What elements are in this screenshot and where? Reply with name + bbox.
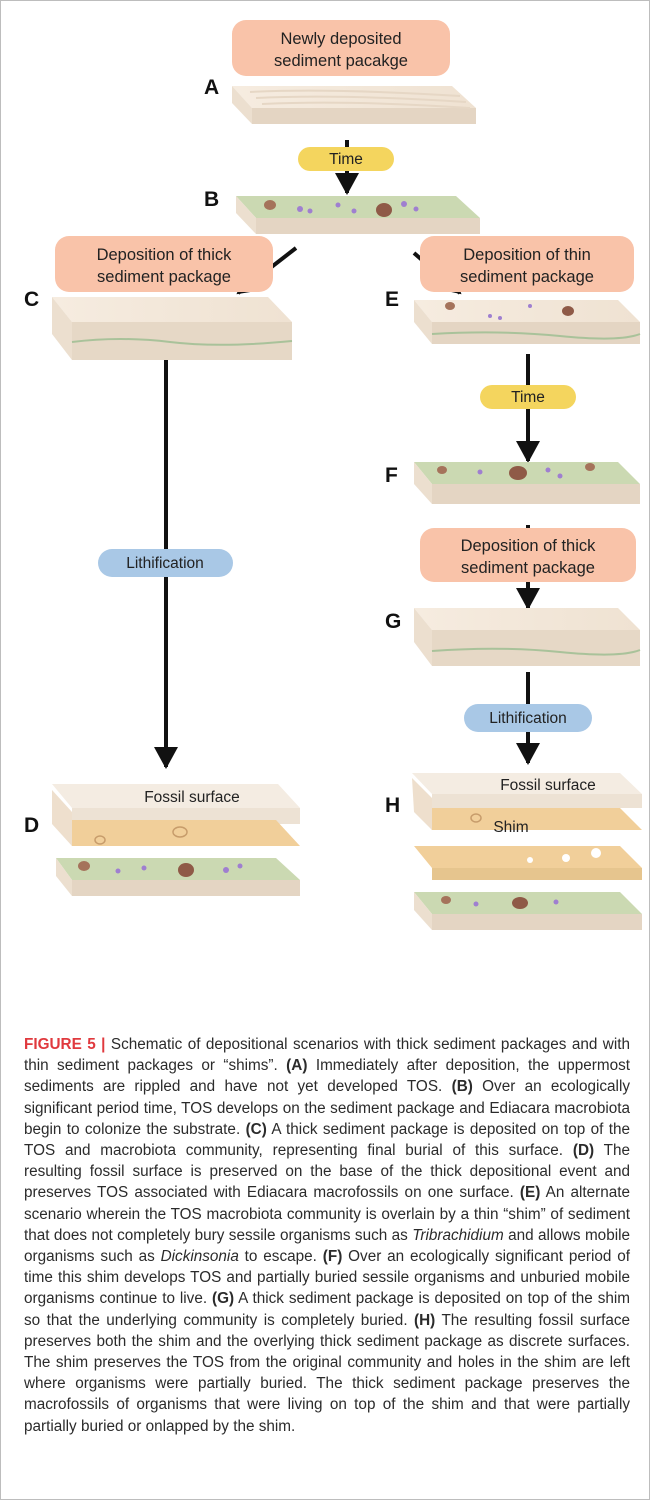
box-thick-deposition-line1: Deposition of thick: [97, 246, 233, 264]
box-thick-deposition-line2: sediment package: [97, 268, 231, 286]
caption-label-f: (F): [323, 1248, 343, 1265]
caption-label-e: (E): [520, 1184, 540, 1201]
panel-label-a: A: [204, 76, 219, 99]
box-thin-deposition-line2: sediment package: [460, 268, 594, 286]
sediment-block-g: [414, 608, 640, 666]
box-newly-deposited-line1: Newly deposited: [280, 30, 401, 48]
caption-label-d: (D): [573, 1142, 594, 1159]
shim-label: Shim: [493, 819, 528, 836]
box-lithification-2-label: Lithification: [489, 710, 567, 727]
box-lithification-1-label: Lithification: [126, 555, 204, 572]
caption-label-c: (C): [246, 1121, 267, 1138]
panel-label-e: E: [385, 288, 399, 311]
figure-caption: FIGURE 5 | Schematic of depositional sce…: [24, 1034, 630, 1437]
box-time-2: Time: [480, 385, 576, 409]
box-time-1-label: Time: [329, 151, 363, 168]
box-thick-deposition-b-line1: Deposition of thick: [461, 537, 597, 555]
box-thin-deposition-line1: Deposition of thin: [463, 246, 591, 264]
arrows: [166, 140, 528, 767]
sediment-block-b: [236, 196, 480, 234]
sediment-block-a: [232, 86, 476, 124]
box-newly-deposited-line2: sediment pacakge: [274, 52, 408, 70]
caption-text-h: The resulting fossil surface preserves b…: [24, 1312, 630, 1435]
sediment-block-e: [414, 300, 640, 344]
caption-label-g: (G): [212, 1290, 234, 1307]
box-newly-deposited: Newly deposited sediment pacakge: [232, 20, 450, 76]
schematic-diagram: Newly deposited sediment pacakge Time De…: [0, 0, 652, 1020]
caption-taxon-tribrachidium: Tribrachidium: [412, 1227, 504, 1244]
panel-label-f: F: [385, 464, 398, 487]
box-thick-deposition-b-line2: sediment package: [461, 559, 595, 577]
caption-label-b: (B): [452, 1078, 473, 1095]
panel-label-b: B: [204, 188, 219, 211]
box-time-2-label: Time: [511, 389, 545, 406]
caption-label-a: (A): [286, 1057, 307, 1074]
panel-label-d: D: [24, 814, 39, 837]
caption-label-h: (H): [414, 1312, 435, 1329]
box-thin-deposition: Deposition of thin sediment package: [420, 236, 634, 292]
box-lithification-1: Lithification: [98, 549, 233, 577]
caption-figure-label: FIGURE 5 |: [24, 1036, 105, 1053]
sediment-block-h: [412, 773, 642, 930]
fossil-surface-label-h: Fossil surface: [500, 777, 596, 794]
caption-text-e3: to escape.: [239, 1248, 323, 1265]
box-lithification-2: Lithification: [464, 704, 592, 732]
box-thick-deposition-b: Deposition of thick sediment package: [420, 528, 636, 582]
panel-label-g: G: [385, 610, 401, 633]
fossil-surface-label-d: Fossil surface: [144, 789, 240, 806]
panel-label-c: C: [24, 288, 39, 311]
caption-taxon-dickinsonia: Dickinsonia: [161, 1248, 239, 1265]
sediment-block-c: [52, 297, 292, 360]
box-time-1: Time: [298, 147, 394, 171]
box-thick-deposition: Deposition of thick sediment package: [55, 236, 273, 292]
sediment-block-f: [414, 462, 640, 504]
panel-label-h: H: [385, 794, 400, 817]
